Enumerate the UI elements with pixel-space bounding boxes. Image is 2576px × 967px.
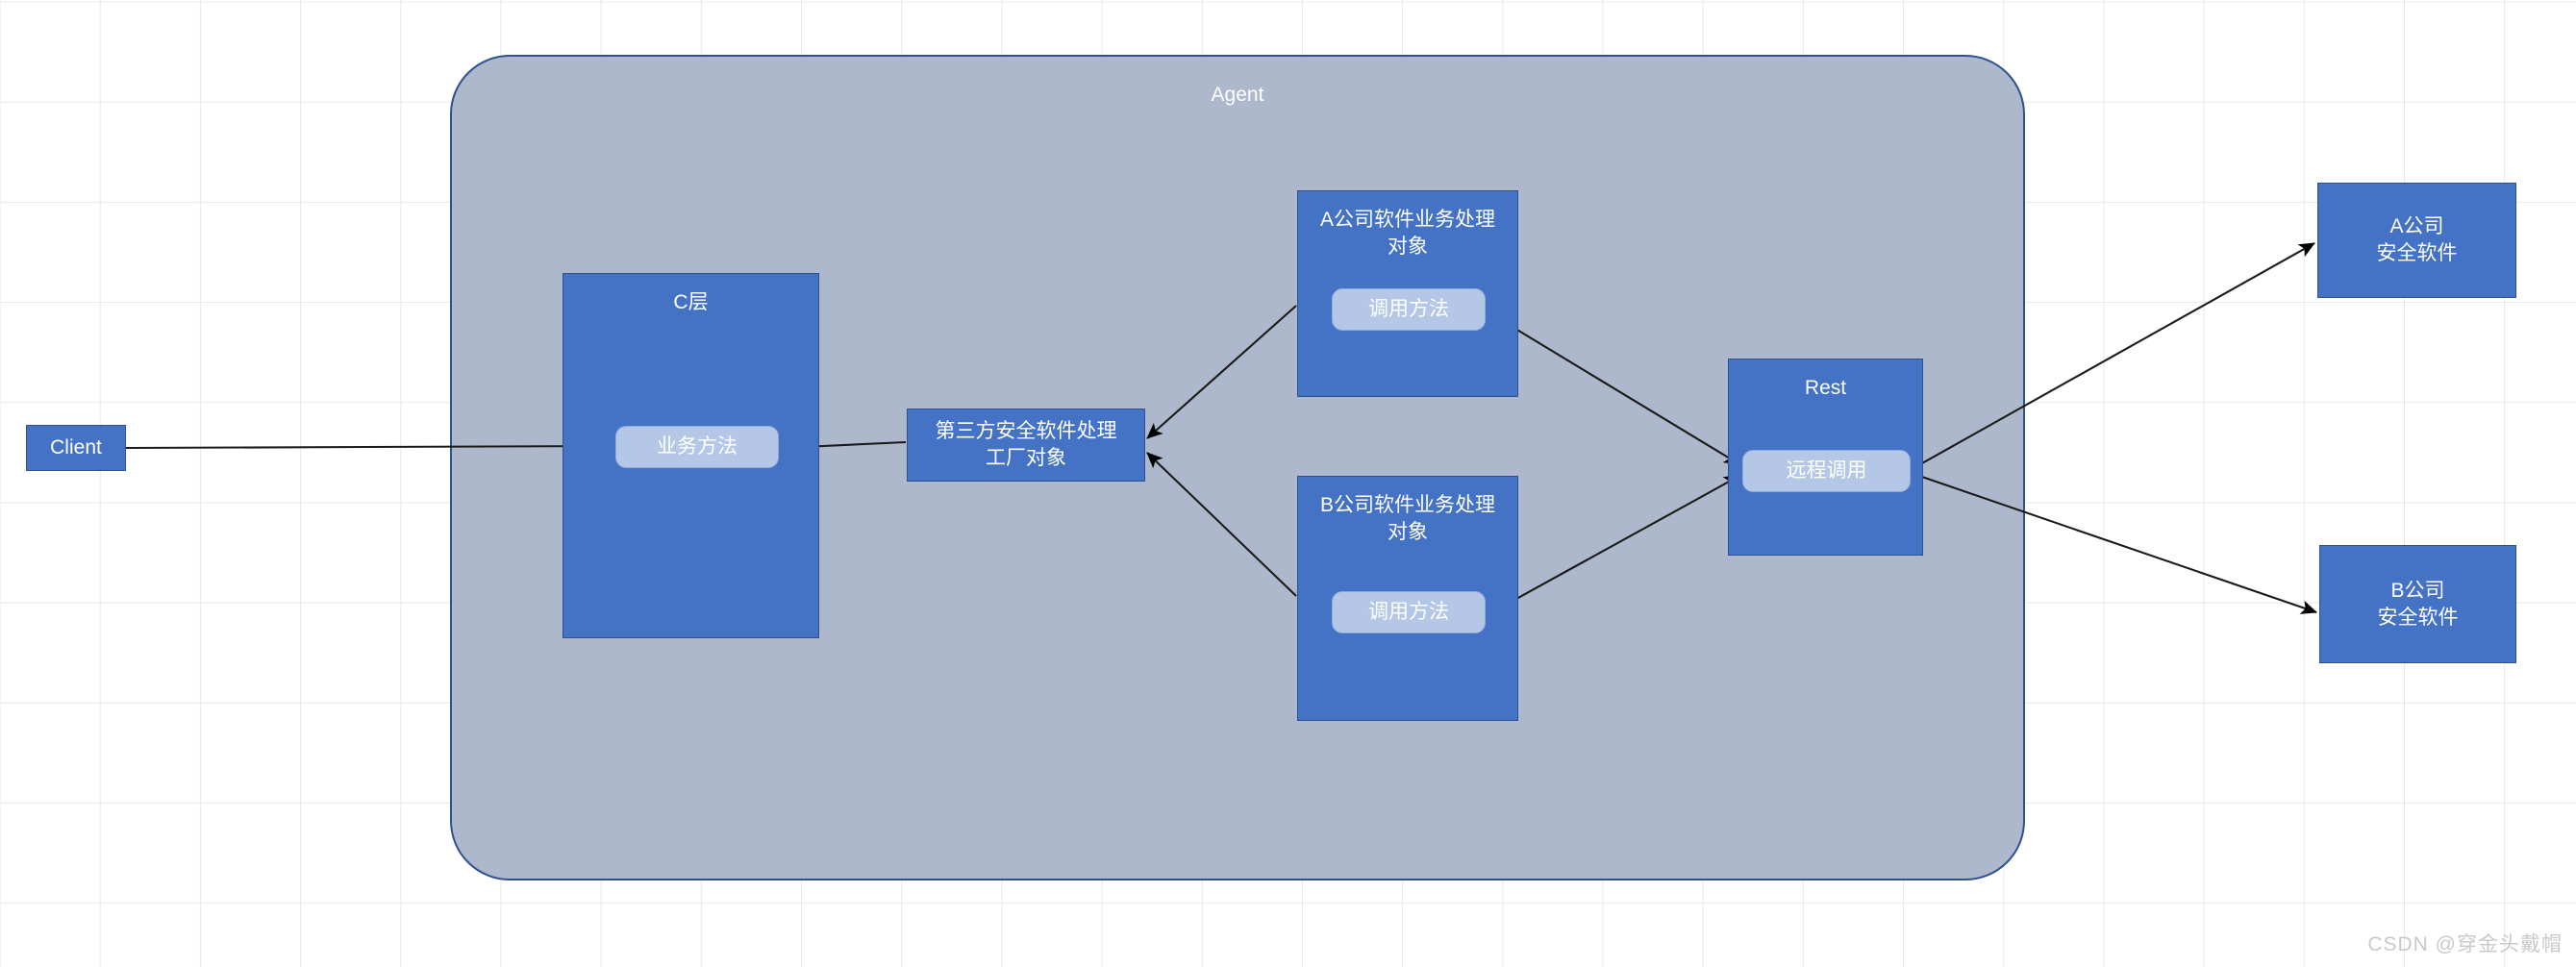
node-company-b-software[interactable]: B公司 安全软件 (2319, 545, 2516, 663)
node-business-method[interactable]: 业务方法 (615, 426, 779, 468)
node-company-a-object-title: A公司软件业务处理 对象 (1304, 207, 1512, 260)
node-company-b-object-title-line1: B公司软件业务处理 (1319, 494, 1495, 516)
node-company-b-software-line1: B公司 (2390, 579, 2445, 602)
node-rest-title: Rest (1804, 377, 1847, 399)
node-company-b-object-title-line2: 对象 (1388, 520, 1428, 543)
agent-title: Agent (1211, 84, 1264, 106)
node-company-a-software-line2: 安全软件 (2376, 242, 2458, 264)
node-client-label: Client (50, 436, 102, 459)
node-client[interactable]: Client (26, 425, 126, 471)
node-business-method-label: 业务方法 (657, 435, 738, 459)
node-company-a-software[interactable]: A公司 安全软件 (2317, 183, 2516, 298)
watermark: CSDN @穿金头戴帽 (2367, 933, 2563, 955)
node-company-b-software-line2: 安全软件 (2377, 606, 2459, 629)
node-company-a-call-method-label: 调用方法 (1368, 298, 1449, 321)
node-company-b-object-title: B公司软件业务处理 对象 (1304, 492, 1512, 545)
node-factory-object[interactable]: 第三方安全软件处理 工厂对象 (907, 409, 1145, 482)
node-factory-object-label-line1: 第三方安全软件处理 (935, 420, 1117, 443)
node-factory-object-label-line2: 工厂对象 (986, 447, 1066, 469)
node-c-layer-title: C层 (673, 291, 709, 313)
node-company-a-software-line1: A公司 (2389, 215, 2444, 238)
node-company-a-object-title-line1: A公司软件业务处理 (1319, 209, 1495, 231)
node-remote-call[interactable]: 远程调用 (1742, 450, 1911, 492)
node-company-b-call-method-label: 调用方法 (1368, 601, 1449, 624)
node-company-b-call-method[interactable]: 调用方法 (1332, 591, 1486, 633)
node-company-a-object-title-line2: 对象 (1388, 235, 1428, 258)
node-remote-call-label: 远程调用 (1786, 459, 1867, 483)
node-company-a-call-method[interactable]: 调用方法 (1332, 288, 1486, 331)
